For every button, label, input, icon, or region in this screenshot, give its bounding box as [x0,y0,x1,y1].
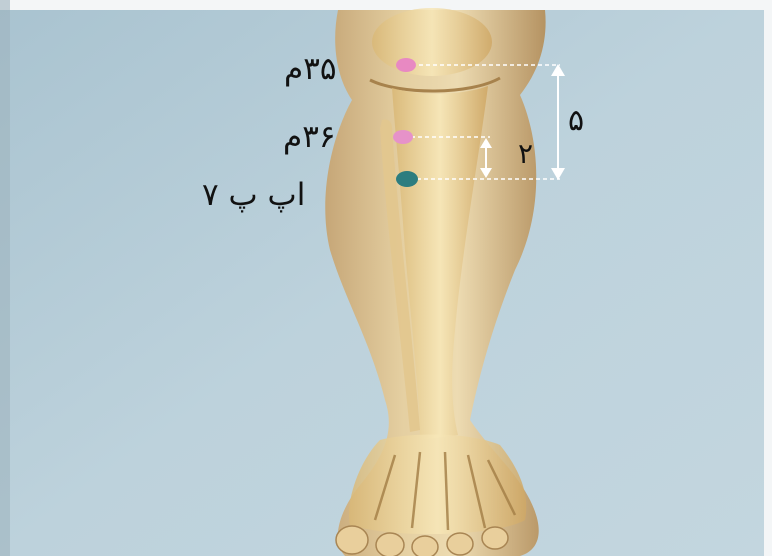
point-label-lower: اپ پ ۷ [202,180,305,211]
point-marker-lower [396,171,418,187]
point-marker-middle [393,130,413,144]
point-label-middle: ۳۶م [283,122,336,153]
left-page-edge [0,0,10,556]
measurement-label-long: ۵ [568,106,584,136]
measurement-label-short: ۲ [518,140,533,168]
patella [372,8,492,76]
top-page-edge [0,0,772,10]
right-page-edge [764,0,772,556]
point-label-upper: ۳۵م [284,54,337,85]
point-marker-upper [396,58,416,72]
